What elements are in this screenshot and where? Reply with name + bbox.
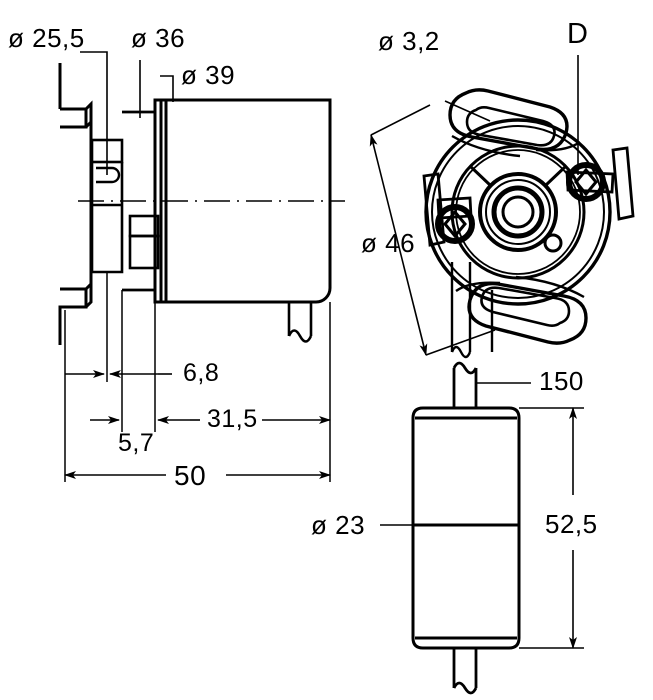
dimension-dia-46	[369, 104, 496, 356]
label-5-7: 5,7	[118, 429, 155, 457]
mounting-tab-top	[448, 88, 581, 158]
mounting-flange	[58, 63, 93, 345]
extension-lines	[64, 272, 331, 482]
boss-slot	[96, 166, 121, 184]
label-50: 50	[174, 460, 207, 491]
label-dia-3-2: ø 3,2	[378, 26, 440, 56]
screw-right	[566, 162, 606, 202]
connector-cable-top	[452, 361, 478, 408]
hub-step	[128, 214, 160, 270]
cable-stub	[287, 302, 313, 343]
front-view	[369, 55, 635, 359]
front-cable-stubs	[450, 262, 494, 359]
mounting-tab-bottom	[455, 275, 588, 345]
hub-rings	[478, 172, 558, 252]
label-dia-25-5: ø 25,5	[8, 23, 85, 53]
screw-left	[435, 204, 475, 244]
label-dia-36: ø 36	[131, 23, 186, 53]
label-dia-23: ø 23	[311, 510, 366, 540]
label-6-8: 6,8	[183, 359, 220, 387]
hub-pin	[543, 233, 563, 253]
connector-body	[411, 406, 521, 650]
dimension-52-5	[519, 407, 584, 649]
leader-dia-3-2	[444, 100, 491, 122]
label-52-5: 52,5	[545, 509, 598, 539]
connector-cable-bottom	[452, 648, 478, 695]
housing-body	[153, 98, 332, 304]
leader-dia-39	[160, 75, 174, 102]
leader-dia-25-5	[80, 51, 108, 175]
label-datum-d: D	[567, 18, 589, 50]
connector-view	[380, 361, 584, 695]
inner-boss	[90, 138, 124, 274]
label-dia-39: ø 39	[181, 60, 236, 90]
label-31-5: 31,5	[207, 405, 258, 433]
hub-spokes	[468, 164, 568, 187]
label-150: 150	[539, 366, 584, 396]
front-housing-inner-edge	[431, 125, 605, 299]
side-section-view	[58, 51, 345, 482]
label-dia-46: ø 46	[361, 228, 416, 258]
